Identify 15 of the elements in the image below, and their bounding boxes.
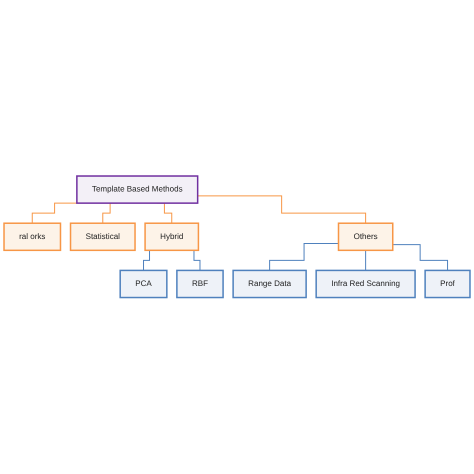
node-box: Hybrid: [144, 222, 200, 252]
connector: [269, 243, 338, 272]
connector: [392, 244, 448, 272]
node-box: RBF: [176, 270, 224, 298]
node-box: Template Based Methods: [76, 175, 198, 204]
connector: [365, 250, 366, 272]
node-box: Statistical: [70, 222, 136, 252]
node-box: ral orks: [3, 222, 62, 252]
node-box: Prof: [424, 270, 471, 298]
connector: [198, 196, 366, 224]
node-box: PCA: [119, 270, 168, 298]
node-box: Infra Red Scanning: [315, 270, 416, 298]
node-box: Others: [338, 222, 394, 252]
node-box: Range Data: [232, 270, 307, 298]
connector: [32, 202, 77, 224]
